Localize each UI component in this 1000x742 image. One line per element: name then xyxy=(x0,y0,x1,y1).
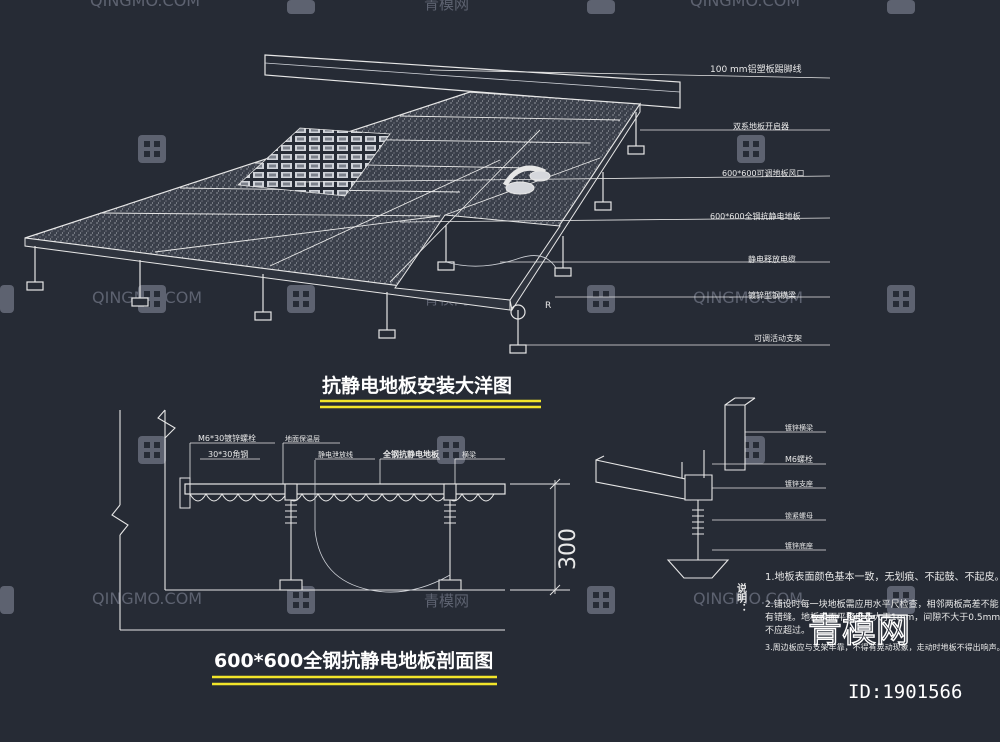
floor-panels xyxy=(24,91,642,301)
section-pedestals xyxy=(279,483,462,591)
callout-stringer-beam: 横梁 xyxy=(462,450,476,459)
watermark-id: ID:1901566 xyxy=(848,681,962,703)
watermark-site: QINGMO.COM xyxy=(92,589,202,608)
notes-heading: 说明： xyxy=(735,582,747,613)
panel-seams xyxy=(99,115,621,283)
detail-stringer-vertical xyxy=(724,404,746,471)
notes-line-1: 1.地板表面颜色基本一致，无划痕、不起鼓、不起皮。 xyxy=(765,570,1000,583)
ground-wire xyxy=(314,460,451,593)
watermark-cn-large: 青模网 xyxy=(808,611,910,651)
callout-stringer: 镀锌型钢横梁 xyxy=(748,290,796,300)
callout-lifter: 双系地板开启器 xyxy=(733,121,789,131)
detail-leader-lines xyxy=(712,431,826,551)
floor-front-edge xyxy=(24,237,511,311)
callout-ground-wire: 静电泄放线 xyxy=(318,450,353,459)
notes-block: 说明： 1.地板表面颜色基本一致，无划痕、不起鼓、不起皮。 2.铺设时每一块地板… xyxy=(735,570,1000,652)
notes-line-3: 有错缝。地板表面平整度不大于1mm，间隙不大于0.5mm，地板面 xyxy=(765,611,1000,623)
ground-cable xyxy=(445,255,557,269)
section-title: 600*600全钢抗静电地板剖面图 xyxy=(214,649,493,672)
detail-stringer-horizontal xyxy=(595,459,691,501)
steel-panel-section xyxy=(184,483,506,502)
plan-title: 抗静电地板安装大洋图 xyxy=(322,374,512,397)
watermark-site: QINGMO.COM xyxy=(693,589,803,608)
isometric-floor-view: R 100 mm铝塑板踢脚线 双系地板开启器 600*600可调地板风口 600… xyxy=(24,54,831,409)
dimension-line xyxy=(510,478,570,596)
detail-callout-nut: 锁紧螺母 xyxy=(785,511,813,520)
notes-line-2: 2.铺设时每一块地板需应用水平尺检查，相邻两板高差不能 xyxy=(765,598,999,610)
skirting-board xyxy=(264,54,681,109)
watermark-site: QINGMO.COM xyxy=(693,288,803,307)
watermark-cn: 青模网 xyxy=(424,592,469,610)
callout-vent: 600*600可调地板风口 xyxy=(722,168,805,178)
open-panel-hole xyxy=(394,214,561,301)
watermark-layer: QINGMO.COM QINGMO.COM QINGMO.COM QINGMO.… xyxy=(0,0,915,614)
floor-vent-grille xyxy=(237,127,391,197)
notes-line-4: 不应超过。 xyxy=(765,624,810,636)
detail-pedestal-head xyxy=(684,474,713,501)
callout-insulation: 地面保温层 xyxy=(285,434,320,443)
watermark-site: QINGMO.COM xyxy=(690,0,800,10)
detail-base-plate xyxy=(666,559,730,579)
adjustable-pedestals xyxy=(26,112,645,354)
detail-callout-bolt: M6螺栓 xyxy=(785,454,813,464)
floor-side-edge xyxy=(509,102,641,312)
callout-panel: 600*600全钢抗静电地板 xyxy=(710,211,801,221)
section-leader-lines xyxy=(189,442,505,484)
section-view: 300 M6*30镀锌螺栓 30*30角钢 地面保温层 静电泄放线 全钢抗静电地… xyxy=(111,409,581,686)
plan-leader-lines xyxy=(299,69,831,346)
detail-callout-support: 镀锌支座 xyxy=(785,479,813,488)
detail-callout-base: 镀锌底座 xyxy=(785,541,813,550)
callout-skirting: 100 mm铝塑板踢脚线 xyxy=(710,63,802,75)
watermark-site: QINGMO.COM xyxy=(90,0,200,10)
callout-m6-bolt: M6*30镀锌螺栓 xyxy=(198,433,256,443)
callout-cable: 静电释放电缆 xyxy=(748,254,796,264)
watermark-cn: 青模网 xyxy=(424,0,469,13)
dimension-300: 300 xyxy=(556,528,581,570)
notes-line-5: 3.周边板应与支架牢靠，不得有晃动现象，走动时地板不得出响声。 xyxy=(765,642,1000,652)
detail-callout-beam: 镀锌横梁 xyxy=(785,423,813,432)
callout-steel-panel: 全钢抗静电地板 xyxy=(382,449,440,459)
angle-steel xyxy=(179,477,191,509)
r-marker: R xyxy=(545,301,551,311)
suction-lifter-icon xyxy=(502,165,551,195)
callout-pedestal: 可调活动支架 xyxy=(754,333,802,343)
callout-angle-steel: 30*30角钢 xyxy=(208,449,248,459)
pedestal-detail-view: 镀锌横梁 M6螺栓 镀锌支座 锁紧螺母 镀锌底座 xyxy=(595,397,826,579)
